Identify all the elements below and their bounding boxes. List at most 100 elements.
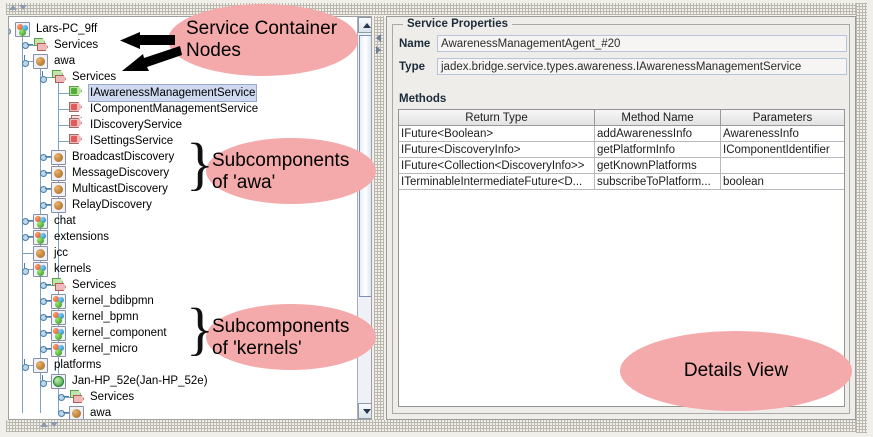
tree-expand-toggle-icon[interactable] [22,39,33,50]
collapse-down-icon[interactable] [50,422,58,427]
methods-table-cell[interactable]: ITerminableIntermediateFuture<D... [399,174,595,190]
bottom-split-collapse-arrows[interactable] [40,422,58,427]
annotation-arrow-2 [122,46,182,71]
tree-node-relaydiscovery[interactable]: RelayDiscovery [9,197,356,213]
split-left-arrow-icon[interactable] [376,34,381,42]
tree-guide-line [22,253,35,254]
top-split-collapse-arrows[interactable] [9,5,27,10]
tree-expand-toggle-icon[interactable] [22,263,33,275]
tree-node-icon-wrap [69,134,86,149]
tree-node-label: awa [90,407,112,419]
tree-node-broadcastdiscovery[interactable]: BroadcastDiscovery [9,149,356,165]
tree-expand-toggle-icon[interactable] [58,391,69,402]
tree-node-label: Services [72,279,117,291]
tree-node-idiscoveryservice[interactable]: IDiscoveryService [9,115,356,133]
methods-table-cell[interactable] [721,158,844,174]
collapse-up-icon[interactable] [40,422,48,427]
tree-node-icon-wrap [51,326,68,341]
methods-table-cell[interactable]: IComponentIdentifier [721,142,844,158]
tree-node-label: kernel_micro [72,343,138,355]
tree-expand-toggle-icon[interactable] [40,151,51,162]
methods-table-cell[interactable]: boolean [721,174,844,190]
scroll-up-button[interactable] [358,17,371,33]
scroll-down-icon [363,409,371,414]
tree-expand-toggle-icon[interactable] [58,407,69,418]
annotation-subcomponents-kernels-ellipse [206,304,376,370]
tree-node-kernel-bpmn[interactable]: kernel_bpmn [9,309,356,325]
methods-table-column-header[interactable]: Method Name [595,110,721,126]
type-value[interactable]: jadex.bridge.service.types.awareness.IAw… [437,58,847,75]
tree-expand-toggle-icon[interactable] [40,311,51,322]
tree-node-kernels[interactable]: kernels [9,261,356,277]
top-split-divider[interactable] [6,3,867,15]
tree-node-services[interactable]: Services [9,389,356,405]
tree-node-label: IDiscoveryService [90,119,183,131]
name-value[interactable]: AwarenessManagementAgent_#20 [437,35,847,52]
tree-expand-toggle-icon[interactable] [40,279,51,290]
methods-table-cell[interactable]: IFuture<DiscoveryInfo> [399,142,595,158]
tree-node-chat[interactable]: chat [9,213,356,229]
tree-node-kernel-component[interactable]: kernel_component [9,325,356,341]
tree-node-icon-wrap [51,342,68,357]
tree-node-lars-pc-9ff[interactable]: Lars-PC_9ff [9,21,356,37]
tree-expand-toggle-icon[interactable] [40,343,51,354]
annotation-subcomponents-kernels-text: Subcomponents of 'kernels' [212,316,350,359]
tree-node-icon-wrap [51,278,68,293]
right-split-divider[interactable] [856,3,867,433]
methods-table-cell[interactable]: subscribeToPlatform... [595,174,721,190]
tree-node-iawarenessmanagementservice[interactable]: IAwarenessManagementService [9,84,356,102]
tree-node-label: kernel_bdibpmn [72,295,154,307]
tree-expand-toggle-icon[interactable] [40,375,51,387]
methods-table-column-header[interactable]: Parameters [721,110,844,126]
methods-table-cell[interactable]: getKnownPlatforms [595,158,721,174]
bottom-split-divider[interactable] [6,420,867,432]
tree-expand-toggle-icon[interactable] [22,215,33,226]
tree-node-multicastdiscovery[interactable]: MulticastDiscovery [9,181,356,197]
tree-node-platforms[interactable]: platforms [9,357,356,373]
methods-table-cell[interactable]: getPlatformInfo [595,142,721,158]
tree-expand-toggle-icon[interactable] [22,55,33,67]
methods-table-cell[interactable]: IFuture<Collection<DiscoveryInfo>> [399,158,595,174]
tree-node-extensions[interactable]: extensions [9,229,356,245]
tree-node-icon-wrap [33,38,50,53]
tree-node-jan-hp-52e-jan-hp-52e[interactable]: Jan-HP_52e(Jan-HP_52e) [9,373,356,389]
vertical-split-divider[interactable] [374,16,384,420]
tree-expand-toggle-icon[interactable] [40,295,51,306]
tree-node-services[interactable]: Services [9,37,356,53]
tree-node-awa[interactable]: awa [9,405,356,419]
methods-table-row[interactable]: ITerminableIntermediateFuture<D...subscr… [399,174,844,190]
tree-expand-toggle-icon[interactable] [40,327,51,338]
tree-expand-toggle-icon[interactable] [40,167,51,178]
service-container-icon [33,38,50,52]
methods-table-row[interactable]: IFuture<Collection<DiscoveryInfo>>getKno… [399,158,844,174]
tree-node-services[interactable]: Services [9,69,356,85]
details-view-panel: Service Properties Name AwarenessManagem… [386,16,856,420]
collapse-down-icon[interactable] [19,5,27,10]
tree-vertical-scrollbar[interactable] [357,17,371,419]
tree-node-awa[interactable]: awa [9,53,356,69]
methods-table-cell[interactable]: IFuture<Boolean> [399,126,595,142]
tree-node-messagediscovery[interactable]: MessageDiscovery [9,165,356,181]
tree-expand-toggle-icon[interactable] [40,71,51,83]
tree-expand-toggle-icon[interactable] [40,183,51,194]
tree-expand-toggle-icon[interactable] [22,359,33,371]
tree-node-icon-wrap [51,150,68,165]
tree-node-jcc[interactable]: jcc [9,245,356,261]
scroll-down-button[interactable] [358,403,371,419]
split-right-arrow-icon[interactable] [376,46,381,54]
tree-node-kernel-micro[interactable]: kernel_micro [9,341,356,357]
tree-node-isettingsservice[interactable]: ISettingsService [9,133,356,149]
tree-expand-toggle-icon[interactable] [22,231,33,242]
tree-node-kernel-bdibpmn[interactable]: kernel_bdibpmn [9,293,356,309]
methods-table-cell[interactable]: AwarenessInfo [721,126,844,142]
tree-node-services[interactable]: Services [9,277,356,293]
tree-expand-toggle-icon[interactable] [40,199,51,210]
collapse-up-icon[interactable] [9,5,17,10]
methods-table-column-header[interactable]: Return Type [399,110,595,126]
methods-table-cell[interactable]: addAwarenessInfo [595,126,721,142]
tree-node-icomponentmanagementservice[interactable]: IComponentManagementService [9,101,356,117]
